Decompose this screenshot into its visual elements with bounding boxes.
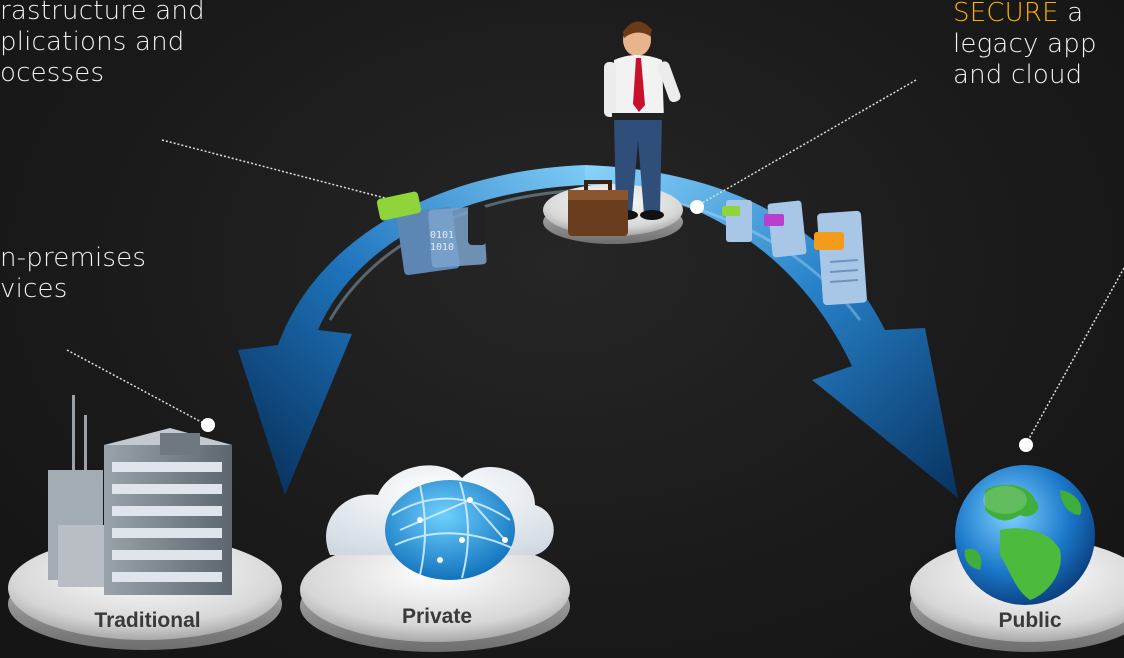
platform-label-private: Private <box>401 605 473 628</box>
callout-top-right: SECURE a legacy app and cloud <box>953 0 1097 91</box>
callout-line-mid-left <box>66 349 206 425</box>
callout-line-top-left <box>161 139 386 199</box>
callout-dot-building <box>201 418 215 432</box>
callout-line-top-right <box>696 79 917 207</box>
callout-top-right-line3: and cloud <box>953 60 1083 90</box>
callout-top-left: rastructure and plications and ocesses <box>0 0 205 89</box>
callout-secure-accent: SECURE <box>953 0 1059 28</box>
svg-text:0101: 0101 <box>430 230 454 241</box>
svg-text:1010: 1010 <box>430 242 454 253</box>
arc-right-arm <box>585 165 958 498</box>
private-platform <box>300 538 570 652</box>
callout-top-left-line3: ocesses <box>0 58 105 88</box>
callout-dot-globe <box>1019 438 1033 452</box>
data-documents-icon: 0101 1010 <box>376 191 487 276</box>
callout-mid-left: n-premises vices <box>0 243 146 305</box>
callout-dot-person <box>690 200 704 214</box>
office-building-icon <box>48 395 232 595</box>
callout-top-right-line2: legacy app <box>953 29 1097 59</box>
callout-top-right-line1: SECURE a <box>953 0 1097 29</box>
platform-label-public: Public <box>998 609 1062 632</box>
callout-lines <box>66 79 1124 445</box>
platform-label-traditional: Traditional <box>94 609 201 632</box>
callout-mid-left-line2: vices <box>0 274 68 304</box>
documents-stack-icon <box>722 200 867 306</box>
briefcase-icon <box>568 180 628 236</box>
private-cloud-icon <box>326 465 554 580</box>
callout-top-left-line2: plications and <box>0 27 185 57</box>
callout-top-left-line1: rastructure and <box>0 0 205 26</box>
arc-left-arm <box>238 165 585 495</box>
businessman-icon <box>604 21 681 220</box>
callout-line-right <box>1025 267 1124 445</box>
globe-icon <box>955 465 1095 605</box>
callout-top-right-line1-rest: a <box>1058 0 1084 28</box>
callout-mid-left-line1: n-premises <box>0 243 147 273</box>
